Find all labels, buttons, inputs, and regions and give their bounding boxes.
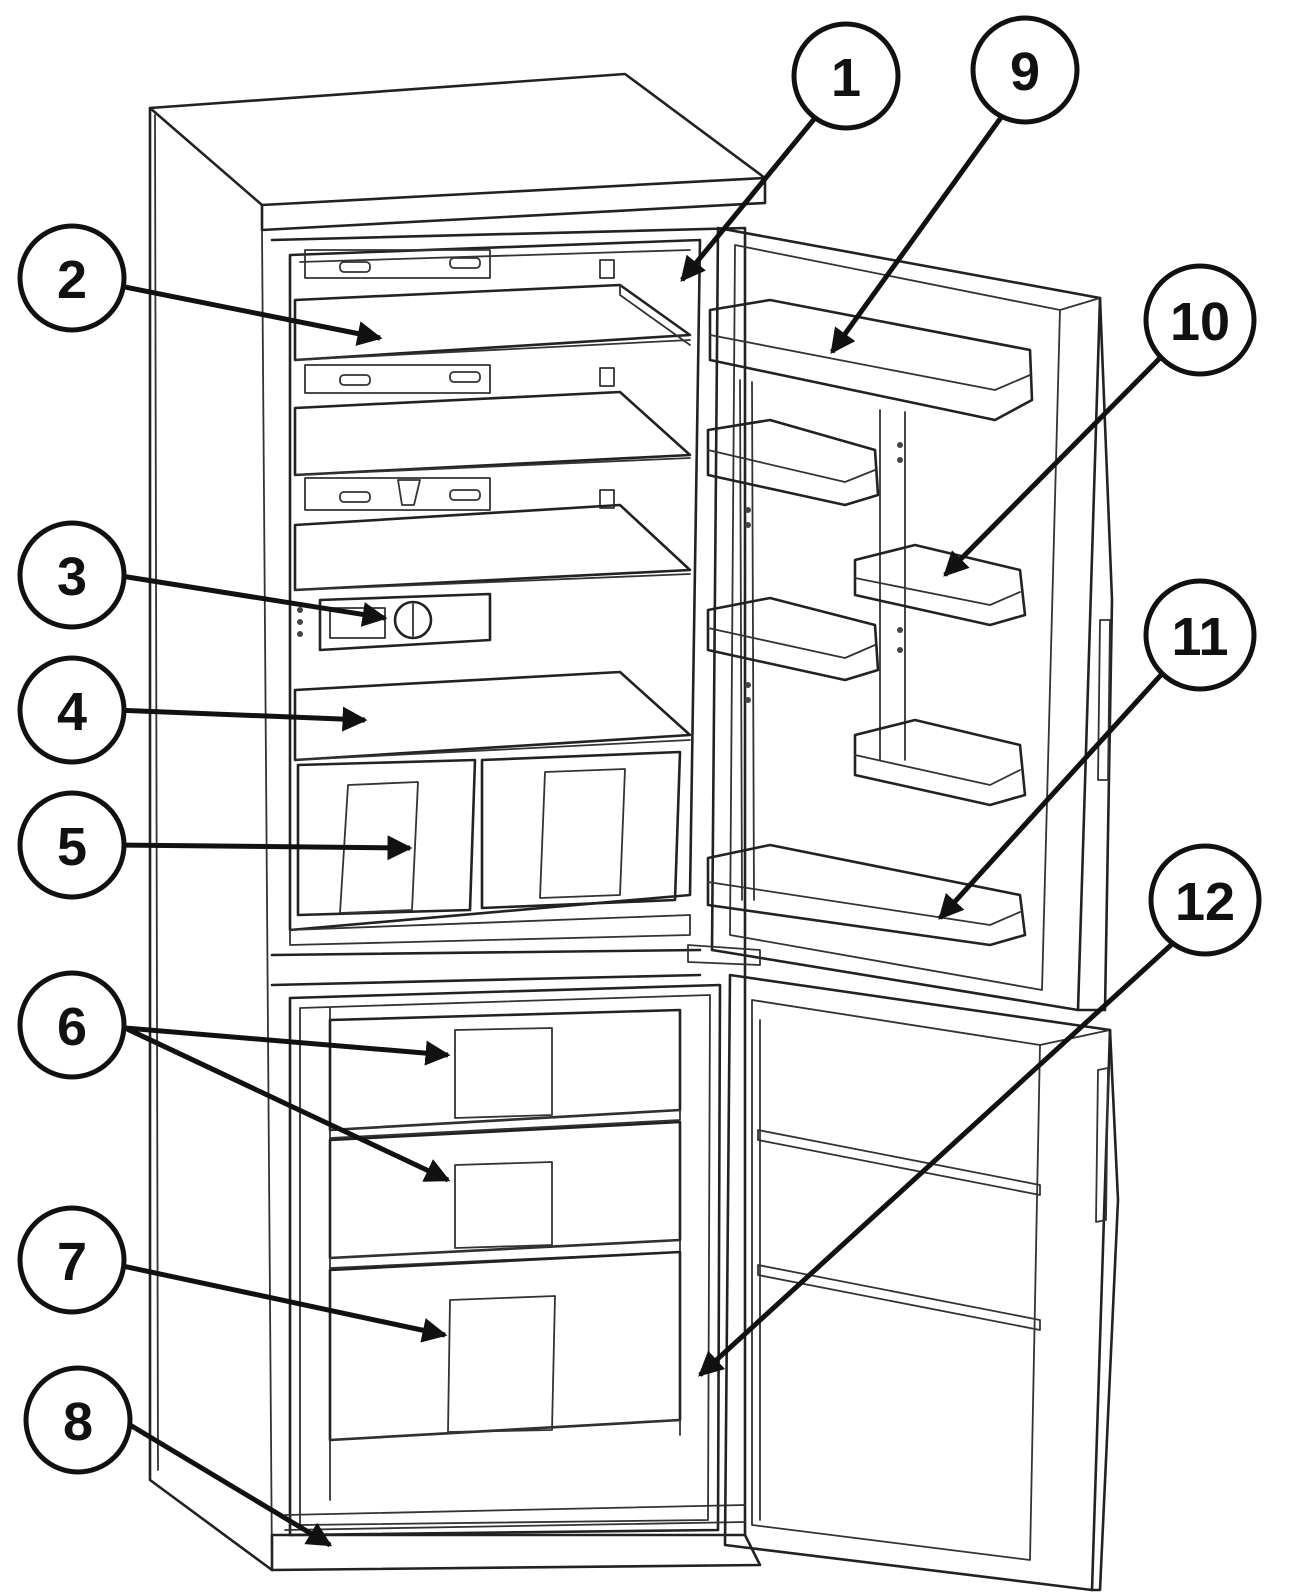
- callout-8: 8: [23, 1365, 133, 1475]
- crisper-cover-shelf: [293, 670, 692, 762]
- base-kickplate: [284, 1504, 746, 1531]
- callout-7-label: 7: [57, 1232, 87, 1292]
- door-shelf-bottom: [706, 843, 1027, 947]
- callout-arrows: [114, 103, 1184, 1548]
- callout-4: 4: [17, 655, 127, 765]
- callout-1-label: 1: [831, 48, 861, 108]
- callout-9-label: 9: [1010, 42, 1040, 102]
- crisper-drawer-left: [296, 758, 477, 917]
- freezer-drawer: [328, 1008, 682, 1139]
- callout-10-label: 10: [1170, 292, 1230, 352]
- callout-6: 6: [17, 970, 127, 1080]
- fridge-shelf: [293, 283, 692, 362]
- callout-3-label: 3: [57, 547, 87, 607]
- door-shelf-right: [853, 543, 1027, 627]
- callout-4-label: 4: [57, 682, 87, 742]
- fridge-door: [706, 226, 1114, 1012]
- freezer-compartment: [288, 983, 722, 1537]
- callout-1: 1: [791, 21, 901, 131]
- freezer-bottom-drawer: [328, 1250, 682, 1442]
- callout-5-label: 5: [57, 817, 87, 877]
- door-shelf-lower-right: [853, 718, 1027, 807]
- door-shelf-middle-left: [706, 418, 880, 507]
- callout-5: 5: [17, 790, 127, 900]
- door-shelf-lower-left: [706, 596, 880, 682]
- callout-8-label: 8: [63, 1392, 93, 1452]
- crisper-drawer-right: [480, 750, 682, 910]
- fridge-shelf: [293, 390, 692, 477]
- callout-2: 2: [17, 223, 127, 333]
- freezer-drawer: [328, 1120, 682, 1269]
- hinge: [687, 944, 761, 966]
- callout-9: 9: [970, 15, 1080, 125]
- fridge-compartment: [288, 238, 702, 946]
- door-shelf-top: [708, 298, 1034, 422]
- callout-11-label: 11: [1171, 607, 1228, 667]
- callout-7: 7: [17, 1205, 127, 1315]
- callout-2-label: 2: [57, 250, 87, 310]
- cabinet: [148, 72, 767, 1572]
- callout-10: 10: [1143, 263, 1257, 377]
- freezer-door: [723, 973, 1120, 1592]
- callout-6-label: 6: [57, 997, 87, 1057]
- fridge-shelf: [293, 503, 692, 592]
- callout-11: 11: [1143, 578, 1257, 692]
- callout-12: 12: [1148, 843, 1262, 957]
- callout-12-label: 12: [1175, 872, 1235, 932]
- thermostat-knob: [297, 592, 492, 652]
- callout-3: 3: [17, 520, 127, 630]
